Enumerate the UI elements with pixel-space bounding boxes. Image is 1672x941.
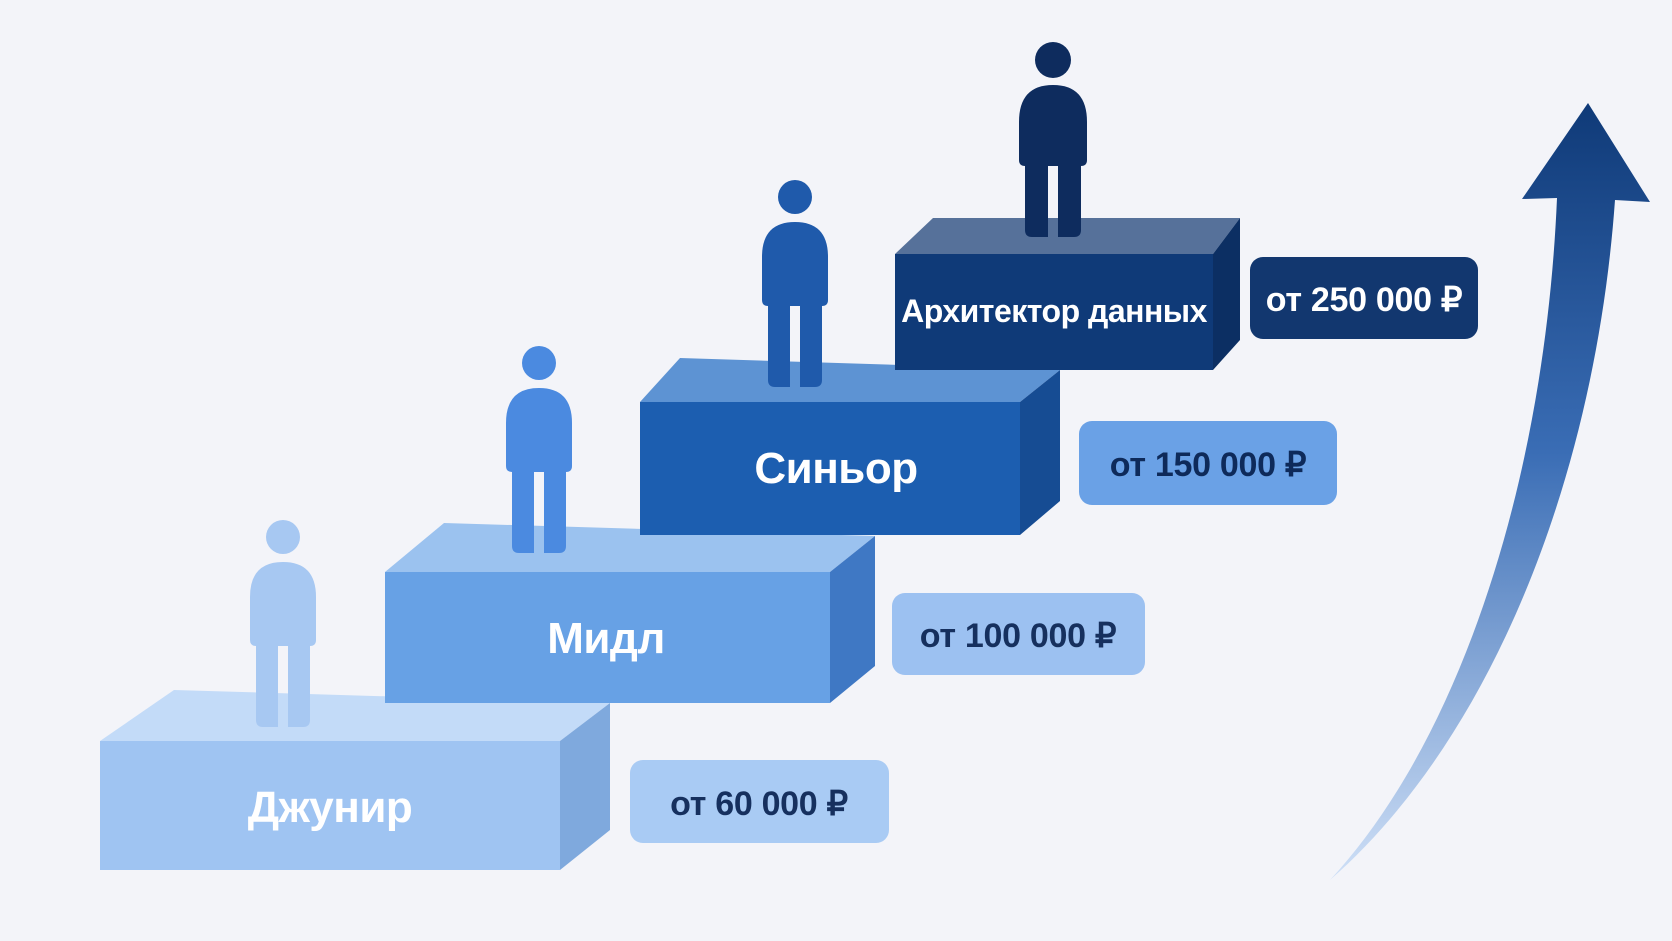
person-icon (1019, 42, 1087, 237)
step-front-face (895, 254, 1213, 370)
salary-text: от 250 000 ₽ (1266, 281, 1463, 319)
level-data-architect: Архитектор данных от 250 000 ₽ (895, 42, 1478, 370)
salary-badge (892, 593, 1145, 675)
step-front-face (100, 741, 560, 870)
step-side-face (830, 536, 875, 703)
step-side-face (560, 703, 610, 870)
growth-arrow-icon (1330, 103, 1650, 880)
level-middle: Мидл от 100 000 ₽ (385, 346, 1145, 703)
salary-text: от 60 000 ₽ (670, 785, 848, 823)
salary-text: от 100 000 ₽ (920, 617, 1117, 655)
step-top-face (385, 523, 875, 572)
step-front-face (385, 572, 830, 703)
person-icon (250, 520, 316, 727)
step-front-face (640, 402, 1020, 535)
level-senior: Синьор от 150 000 ₽ (640, 180, 1337, 535)
level-title: Синьор (754, 444, 917, 493)
level-title: Мидл (547, 614, 665, 663)
step-side-face (1213, 218, 1240, 370)
salary-badge (1250, 257, 1478, 339)
step-side-face (1020, 370, 1060, 535)
level-title: Архитектор данных (901, 293, 1208, 329)
person-icon (762, 180, 828, 387)
salary-badge (630, 760, 889, 843)
level-title: Джунир (248, 783, 413, 832)
level-junior: Джунир от 60 000 ₽ (100, 520, 889, 870)
salary-badge (1079, 421, 1337, 505)
person-icon (506, 346, 572, 553)
salary-text: от 150 000 ₽ (1110, 446, 1307, 484)
